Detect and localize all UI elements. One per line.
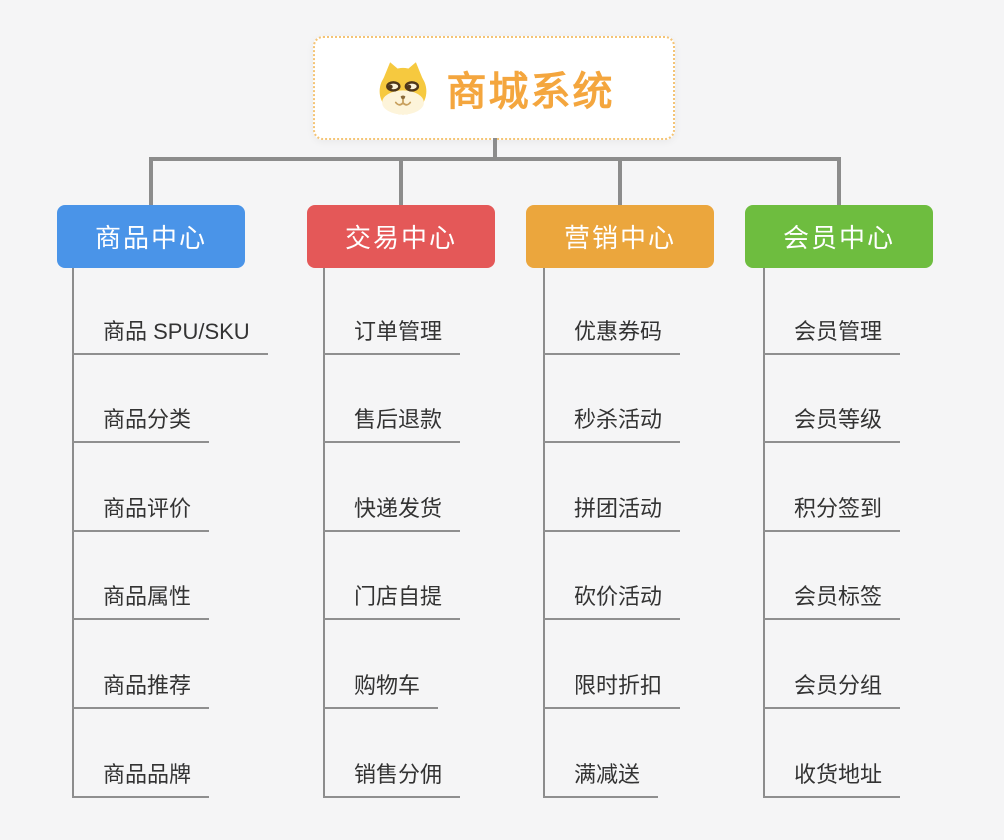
leaf-member-center-2[interactable]: 积分签到 <box>763 490 901 532</box>
leaf-member-center-0[interactable]: 会员管理 <box>763 313 901 355</box>
leaf-marketing-center-5[interactable]: 满减送 <box>543 756 659 798</box>
branch-header-product-center[interactable]: 商品中心 <box>57 205 245 268</box>
leaf-product-center-1[interactable]: 商品分类 <box>72 401 210 443</box>
root-title: 商城系统 <box>446 70 615 114</box>
connector-trunk-member-center <box>763 268 765 798</box>
leaf-trade-center-2[interactable]: 快递发货 <box>323 490 461 532</box>
leaf-product-center-4[interactable]: 商品推荐 <box>72 667 210 709</box>
connector-stem-member-center <box>837 157 841 205</box>
leaf-marketing-center-2[interactable]: 拼团活动 <box>543 490 681 532</box>
leaf-member-center-1[interactable]: 会员等级 <box>763 401 901 443</box>
leaf-member-center-5[interactable]: 收货地址 <box>763 756 901 798</box>
connector-trunk-marketing-center <box>543 268 545 798</box>
connector-stem-marketing-center <box>618 157 622 205</box>
leaf-trade-center-4[interactable]: 购物车 <box>323 667 439 709</box>
leaf-marketing-center-4[interactable]: 限时折扣 <box>543 667 681 709</box>
branch-header-trade-center[interactable]: 交易中心 <box>307 205 495 268</box>
leaf-member-center-4[interactable]: 会员分组 <box>763 667 901 709</box>
branch-header-member-center[interactable]: 会员中心 <box>745 205 933 268</box>
dog-icon <box>379 62 426 115</box>
leaf-product-center-2[interactable]: 商品评价 <box>72 490 210 532</box>
leaf-trade-center-1[interactable]: 售后退款 <box>323 401 461 443</box>
leaf-trade-center-0[interactable]: 订单管理 <box>323 313 461 355</box>
leaf-marketing-center-3[interactable]: 砍价活动 <box>543 578 681 620</box>
root-node[interactable]: 商城系统 <box>313 36 675 140</box>
leaf-product-center-5[interactable]: 商品品牌 <box>72 756 210 798</box>
leaf-product-center-0[interactable]: 商品 SPU/SKU <box>72 313 268 355</box>
leaf-member-center-3[interactable]: 会员标签 <box>763 578 901 620</box>
branch-header-marketing-center[interactable]: 营销中心 <box>526 205 714 268</box>
connector-stem-trade-center <box>399 157 403 205</box>
leaf-marketing-center-0[interactable]: 优惠券码 <box>543 313 681 355</box>
connector-root-stem <box>493 138 497 161</box>
leaf-marketing-center-1[interactable]: 秒杀活动 <box>543 401 681 443</box>
leaf-trade-center-3[interactable]: 门店自提 <box>323 578 461 620</box>
connector-trunk-trade-center <box>323 268 325 798</box>
connector-bus <box>151 157 841 161</box>
leaf-trade-center-5[interactable]: 销售分佣 <box>323 756 461 798</box>
connector-stem-product-center <box>149 157 153 205</box>
leaf-product-center-3[interactable]: 商品属性 <box>72 578 210 620</box>
connector-trunk-product-center <box>72 268 74 798</box>
